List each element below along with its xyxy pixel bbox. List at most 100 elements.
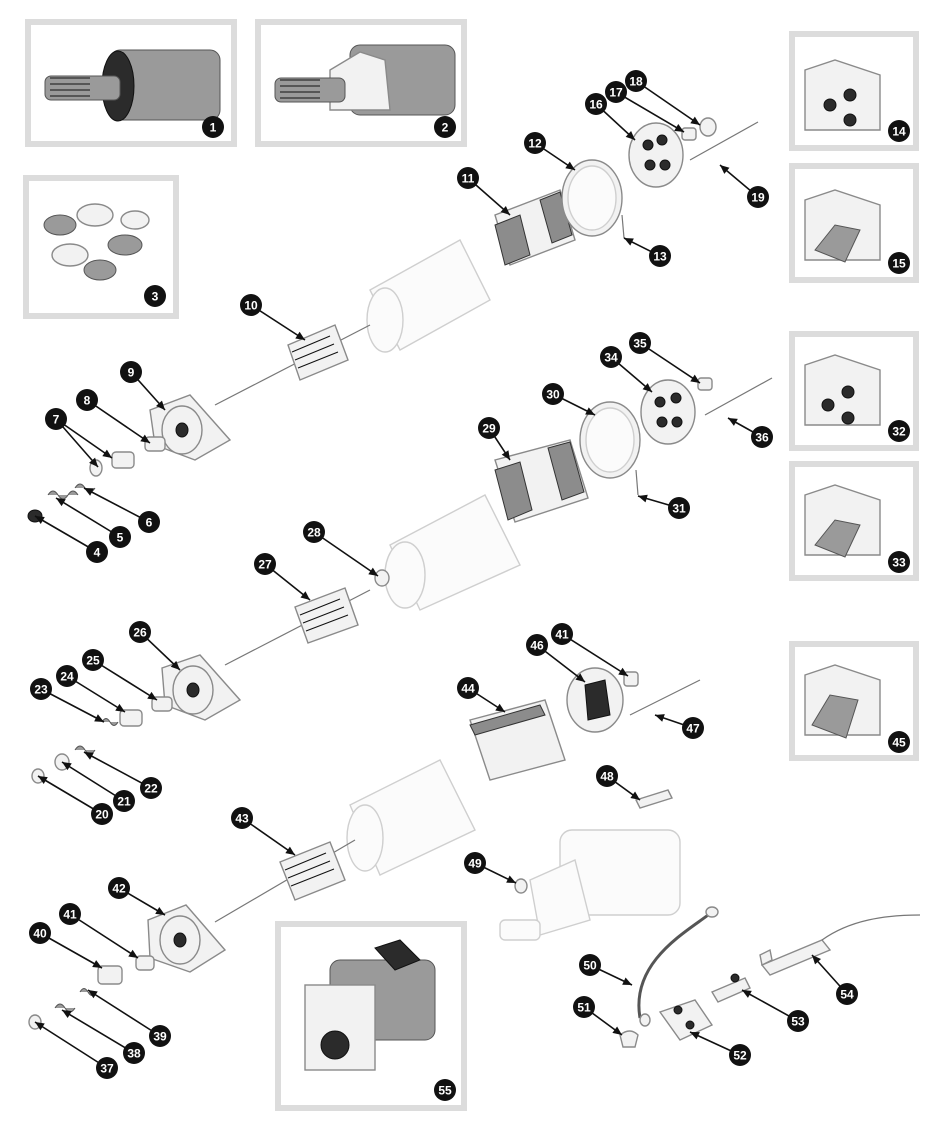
callout-20[interactable]: 20: [91, 803, 113, 825]
callout-48[interactable]: 48: [596, 765, 618, 787]
callout-22[interactable]: 22: [140, 777, 162, 799]
callout-17[interactable]: 17: [605, 81, 627, 103]
leader-arrowhead-5: [56, 498, 66, 507]
callout-6[interactable]: 6: [138, 511, 160, 533]
callout-50[interactable]: 50: [579, 954, 601, 976]
callout-34[interactable]: 34: [600, 346, 622, 368]
callout-28-label: 28: [307, 526, 321, 540]
callout-26[interactable]: 26: [129, 621, 151, 643]
callout-12-label: 12: [528, 137, 542, 151]
callout-16[interactable]: 16: [585, 93, 607, 115]
starter-assembly-bottom: [28, 667, 921, 1048]
callout-41-b[interactable]: 41: [551, 623, 573, 645]
callout-28[interactable]: 28: [303, 521, 325, 543]
frame-45-detail[interactable]: [789, 641, 919, 761]
callout-36-label: 36: [755, 431, 769, 445]
leader-arrowhead-30: [585, 407, 595, 415]
callout-3-circle: [144, 285, 166, 307]
frame-33-detail[interactable]: [789, 461, 919, 581]
callout-25[interactable]: 25: [82, 649, 104, 671]
callout-33-label: 33: [892, 556, 906, 570]
field-coils-11: [494, 189, 576, 266]
callout-55[interactable]: 55: [434, 1079, 456, 1101]
callout-23[interactable]: 23: [30, 678, 52, 700]
starter-assembly-top: [27, 117, 759, 523]
callout-51[interactable]: 51: [573, 996, 595, 1018]
callout-4-label: 4: [94, 546, 101, 560]
callout-19[interactable]: 19: [747, 186, 769, 208]
callout-27[interactable]: 27: [254, 553, 276, 575]
callout-47[interactable]: 47: [682, 717, 704, 739]
callout-2[interactable]: 2: [434, 116, 456, 138]
frame-3-washers-photo[interactable]: [23, 175, 179, 319]
callout-39[interactable]: 39: [149, 1025, 171, 1047]
callout-36[interactable]: 36: [751, 426, 773, 448]
yoke-housing-ghost: [366, 239, 491, 353]
callout-29-label: 29: [482, 422, 496, 436]
callout-49[interactable]: 49: [464, 852, 486, 874]
callout-40[interactable]: 40: [29, 922, 51, 944]
leader-arrowhead-6: [84, 488, 94, 496]
callout-41-b-circle: [551, 623, 573, 645]
callout-40-circle: [29, 922, 51, 944]
callout-37[interactable]: 37: [96, 1057, 118, 1079]
callout-43[interactable]: 43: [231, 807, 253, 829]
callout-15[interactable]: 15: [888, 252, 910, 274]
callout-38[interactable]: 38: [123, 1042, 145, 1064]
yoke-housing-ghost-2: [384, 494, 521, 611]
callout-14[interactable]: 14: [888, 120, 910, 142]
callout-9[interactable]: 9: [120, 361, 142, 383]
callout-33[interactable]: 33: [888, 551, 910, 573]
frame-1-starter-photo[interactable]: [25, 19, 237, 147]
callout-35[interactable]: 35: [629, 332, 651, 354]
leader-arrowhead-37: [35, 1022, 45, 1031]
callout-46[interactable]: 46: [526, 634, 548, 656]
callout-54-circle: [836, 983, 858, 1005]
callout-52[interactable]: 52: [729, 1044, 751, 1066]
callout-5[interactable]: 5: [109, 526, 131, 548]
callout-42[interactable]: 42: [108, 877, 130, 899]
callout-24[interactable]: 24: [56, 665, 78, 687]
callout-3[interactable]: 3: [144, 285, 166, 307]
callout-12[interactable]: 12: [524, 132, 546, 154]
brush-band-12: [561, 159, 623, 237]
callout-44[interactable]: 44: [457, 677, 479, 699]
callout-12-circle: [524, 132, 546, 154]
callout-13[interactable]: 13: [649, 245, 671, 267]
frame-55-starter-photo[interactable]: [275, 921, 467, 1111]
callout-41[interactable]: 41: [59, 903, 81, 925]
callout-39-label: 39: [153, 1030, 167, 1044]
callout-8-label: 8: [84, 394, 91, 408]
callout-7[interactable]: 7: [45, 408, 67, 430]
callout-31[interactable]: 31: [668, 497, 690, 519]
callout-34-label: 34: [604, 351, 618, 365]
callout-35-circle: [629, 332, 651, 354]
callout-36-circle: [751, 426, 773, 448]
leader-arrowhead-7: [102, 449, 112, 458]
callout-9-label: 9: [128, 366, 135, 380]
frame-2-starter-photo[interactable]: [255, 19, 467, 147]
callout-4[interactable]: 4: [86, 541, 108, 563]
leader-arrowhead-36: [728, 418, 738, 426]
callout-32-label: 32: [892, 425, 906, 439]
callout-53[interactable]: 53: [787, 1010, 809, 1032]
callout-11[interactable]: 11: [457, 167, 479, 189]
callout-32[interactable]: 32: [888, 420, 910, 442]
bush-35: [697, 377, 713, 391]
callout-8[interactable]: 8: [76, 389, 98, 411]
callout-30-circle: [542, 383, 564, 405]
callout-54[interactable]: 54: [836, 983, 858, 1005]
callout-29[interactable]: 29: [478, 417, 500, 439]
frame-14-detail[interactable]: [789, 31, 919, 151]
leader-line-28: [313, 531, 379, 577]
callout-30[interactable]: 30: [542, 383, 564, 405]
frame-32-detail[interactable]: [789, 331, 919, 451]
leader-arrowhead-42: [155, 906, 165, 915]
callout-1[interactable]: 1: [202, 116, 224, 138]
callout-16-circle: [585, 93, 607, 115]
callout-18[interactable]: 18: [625, 70, 647, 92]
callout-45[interactable]: 45: [888, 731, 910, 753]
callout-21[interactable]: 21: [113, 790, 135, 812]
callout-54-label: 54: [840, 988, 854, 1002]
callout-10[interactable]: 10: [240, 294, 262, 316]
